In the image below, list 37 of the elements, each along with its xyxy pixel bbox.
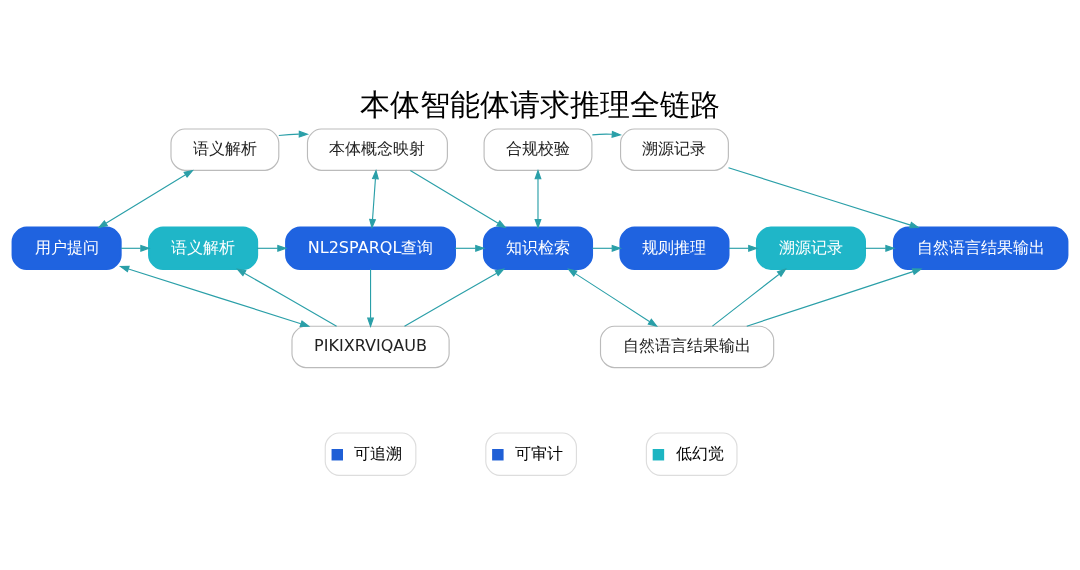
node-box: 知识检索 bbox=[482, 226, 594, 271]
node-box: 溯源记录 bbox=[620, 128, 729, 171]
legend-label: 低幻觉 bbox=[675, 443, 724, 463]
arrow bbox=[97, 169, 194, 229]
arrow bbox=[727, 167, 920, 229]
arrow bbox=[591, 130, 622, 138]
legend-label: 可审计 bbox=[515, 443, 564, 463]
node-box: 规则推理 bbox=[619, 226, 730, 271]
arrow bbox=[454, 244, 486, 252]
node-box: 自然语言结果输出 bbox=[892, 226, 1069, 271]
arrow bbox=[711, 268, 787, 327]
node-box: 语义解析 bbox=[148, 226, 259, 271]
node-box: 语义解析 bbox=[170, 128, 280, 171]
node-box: 自然语言结果输出 bbox=[599, 325, 775, 369]
arrow bbox=[278, 130, 310, 138]
arrow bbox=[567, 268, 659, 328]
node-box: NL2SPARQL查询 bbox=[285, 226, 456, 271]
node-box: 用户提问 bbox=[11, 226, 122, 271]
arrow bbox=[256, 244, 288, 252]
arrow bbox=[591, 244, 622, 252]
node-box: PIKIXRVIQAUB bbox=[291, 325, 450, 369]
diagram-title: 本体智能体请求推理全链路 bbox=[360, 87, 720, 123]
arrow bbox=[366, 268, 375, 328]
arrow bbox=[728, 244, 759, 252]
arrow bbox=[864, 244, 896, 252]
legend-label: 可追溯 bbox=[354, 443, 403, 463]
node-box: 溯源记录 bbox=[755, 226, 866, 271]
arrow bbox=[746, 268, 923, 327]
arrow bbox=[409, 169, 507, 229]
arrow bbox=[235, 268, 338, 327]
arrow bbox=[368, 169, 379, 230]
arrow bbox=[403, 268, 506, 327]
arrow bbox=[118, 265, 311, 328]
arrow bbox=[534, 169, 542, 230]
node-box: 本体概念映射 bbox=[306, 128, 448, 171]
arrow bbox=[120, 244, 151, 252]
node-box: 合规校验 bbox=[483, 128, 593, 171]
